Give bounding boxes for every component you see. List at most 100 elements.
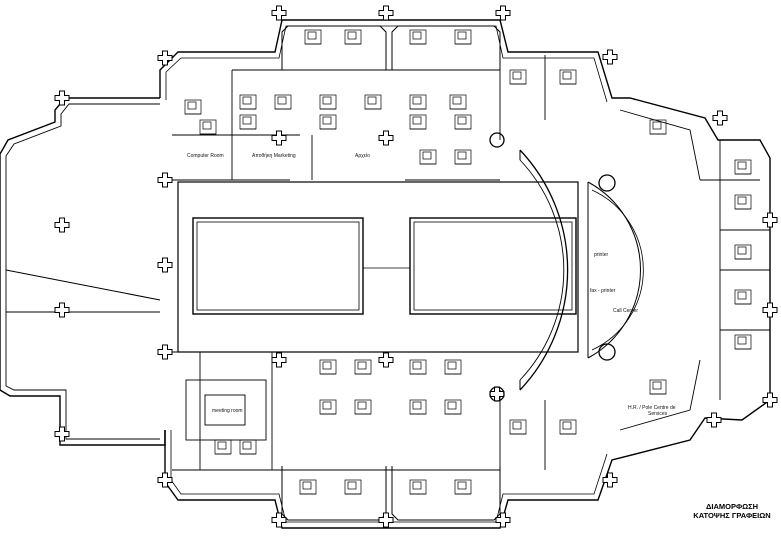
column-marker-icon: [271, 130, 287, 146]
workstation-icon: [509, 69, 527, 85]
column-marker-icon: [762, 302, 778, 318]
atrium-left: [192, 217, 364, 315]
column-marker-icon: [495, 5, 511, 21]
workstation-icon: [734, 289, 752, 305]
label-meeting-room: meeting room: [212, 408, 243, 414]
south-outline-inner: [170, 430, 608, 523]
workstation-icon: [444, 359, 462, 375]
workstation-icon: [649, 379, 667, 395]
workstation-icon: [444, 399, 462, 415]
column-marker-icon: [378, 5, 394, 21]
column-circle-icon: [598, 174, 616, 192]
workstation-icon: [409, 29, 427, 45]
column-marker-icon: [378, 352, 394, 368]
workstation-icon: [559, 69, 577, 85]
workstation-icon: [354, 359, 372, 375]
workstation-icon: [319, 399, 337, 415]
column-marker-icon: [602, 49, 618, 65]
column-marker-icon: [378, 512, 394, 528]
workstation-icon: [419, 149, 437, 165]
workstation-icon: [184, 99, 202, 115]
column-marker-icon: [495, 512, 511, 528]
column-marker-icon: [271, 5, 287, 21]
north-pod-left: [281, 25, 387, 70]
column-marker-icon: [762, 392, 778, 408]
atrium-right-inner: [413, 221, 573, 311]
meeting-table: [204, 394, 246, 426]
workstation-icon: [409, 94, 427, 110]
workstation-icon: [734, 194, 752, 210]
workstation-icon: [509, 419, 527, 435]
column-marker-icon: [54, 426, 70, 442]
column-marker-icon: [378, 130, 394, 146]
call-center-arc-3: [587, 181, 642, 359]
workstation-icon: [344, 479, 362, 495]
central-hall: [177, 181, 579, 353]
workstation-icon: [319, 359, 337, 375]
call-center-arc-2: [519, 159, 565, 381]
workstation-icon: [409, 399, 427, 415]
north-outline-inner: [165, 25, 608, 103]
column-circle-icon: [598, 343, 616, 361]
workstation-icon: [734, 159, 752, 175]
north-outline: [159, 19, 771, 529]
south-pod-left: [281, 466, 387, 521]
atrium-right: [409, 217, 577, 315]
column-circle-icon: [489, 132, 505, 148]
west-wing-outer-wall: [0, 97, 166, 446]
workstation-icon: [454, 149, 472, 165]
column-marker-icon: [762, 212, 778, 228]
workstation-icon: [344, 29, 362, 45]
drawing-title-line2: ΚΑΤΟΨΗΣ ΓΡΑΦΕΙΩΝ: [693, 511, 771, 520]
south-pod-right: [391, 466, 501, 521]
workstation-icon: [409, 479, 427, 495]
drawing-title: ΔΙΑΜΟΡΦΩΣΗ ΚΑΤΟΨΗΣ ΓΡΑΦΕΙΩΝ: [688, 502, 776, 520]
column-marker-icon: [602, 472, 618, 488]
workstation-icon: [354, 399, 372, 415]
workstation-icon: [649, 119, 667, 135]
label-printer: printer: [594, 252, 609, 258]
column-marker-icon: [157, 344, 173, 360]
label-hr-line2: Services: [648, 411, 668, 417]
workstation-icon: [274, 94, 292, 110]
column-marker-icon: [54, 90, 70, 106]
workstation-icon: [449, 94, 467, 110]
workstation-icon: [239, 439, 257, 455]
drawing-title-line1: ΔΙΑΜΟΡΦΩΣΗ: [705, 502, 759, 511]
workstation-icon: [319, 94, 337, 110]
column-marker-icon: [157, 257, 173, 273]
column-marker-icon: [271, 352, 287, 368]
column-marker-icon: [157, 472, 173, 488]
workstation-icon: [454, 29, 472, 45]
label-fax-printer: fax - printer: [590, 288, 616, 294]
workstation-icon: [409, 359, 427, 375]
column-marker-icon: [157, 50, 173, 66]
west-wing-inner-wall: [5, 103, 160, 440]
workstation-icon: [454, 479, 472, 495]
workstation-icon: [299, 479, 317, 495]
workstation-icon: [454, 114, 472, 130]
workstation-icon: [214, 439, 232, 455]
workstation-icon: [239, 94, 257, 110]
workstation-icon: [364, 94, 382, 110]
atrium-left-inner: [196, 221, 360, 311]
column-circle-icon: [489, 386, 505, 402]
north-pod-right: [391, 25, 501, 70]
workstation-icon: [559, 419, 577, 435]
column-marker-icon: [157, 172, 173, 188]
workstation-icon: [239, 114, 257, 130]
column-marker-icon: [712, 110, 728, 126]
workstation-icon: [319, 114, 337, 130]
workstation-icon: [734, 244, 752, 260]
workstation-icon: [409, 114, 427, 130]
column-marker-icon: [271, 512, 287, 528]
workstation-icon: [304, 29, 322, 45]
label-archive: Αρχείο: [355, 153, 370, 159]
label-computer-room: Computer Room: [187, 153, 224, 159]
column-marker-icon: [706, 412, 722, 428]
label-marketing: Αποθήκη Marketing: [252, 153, 296, 159]
west-wing-divider: [5, 269, 161, 301]
label-call-center: Call Center: [613, 308, 639, 314]
workstation-icon: [734, 334, 752, 350]
